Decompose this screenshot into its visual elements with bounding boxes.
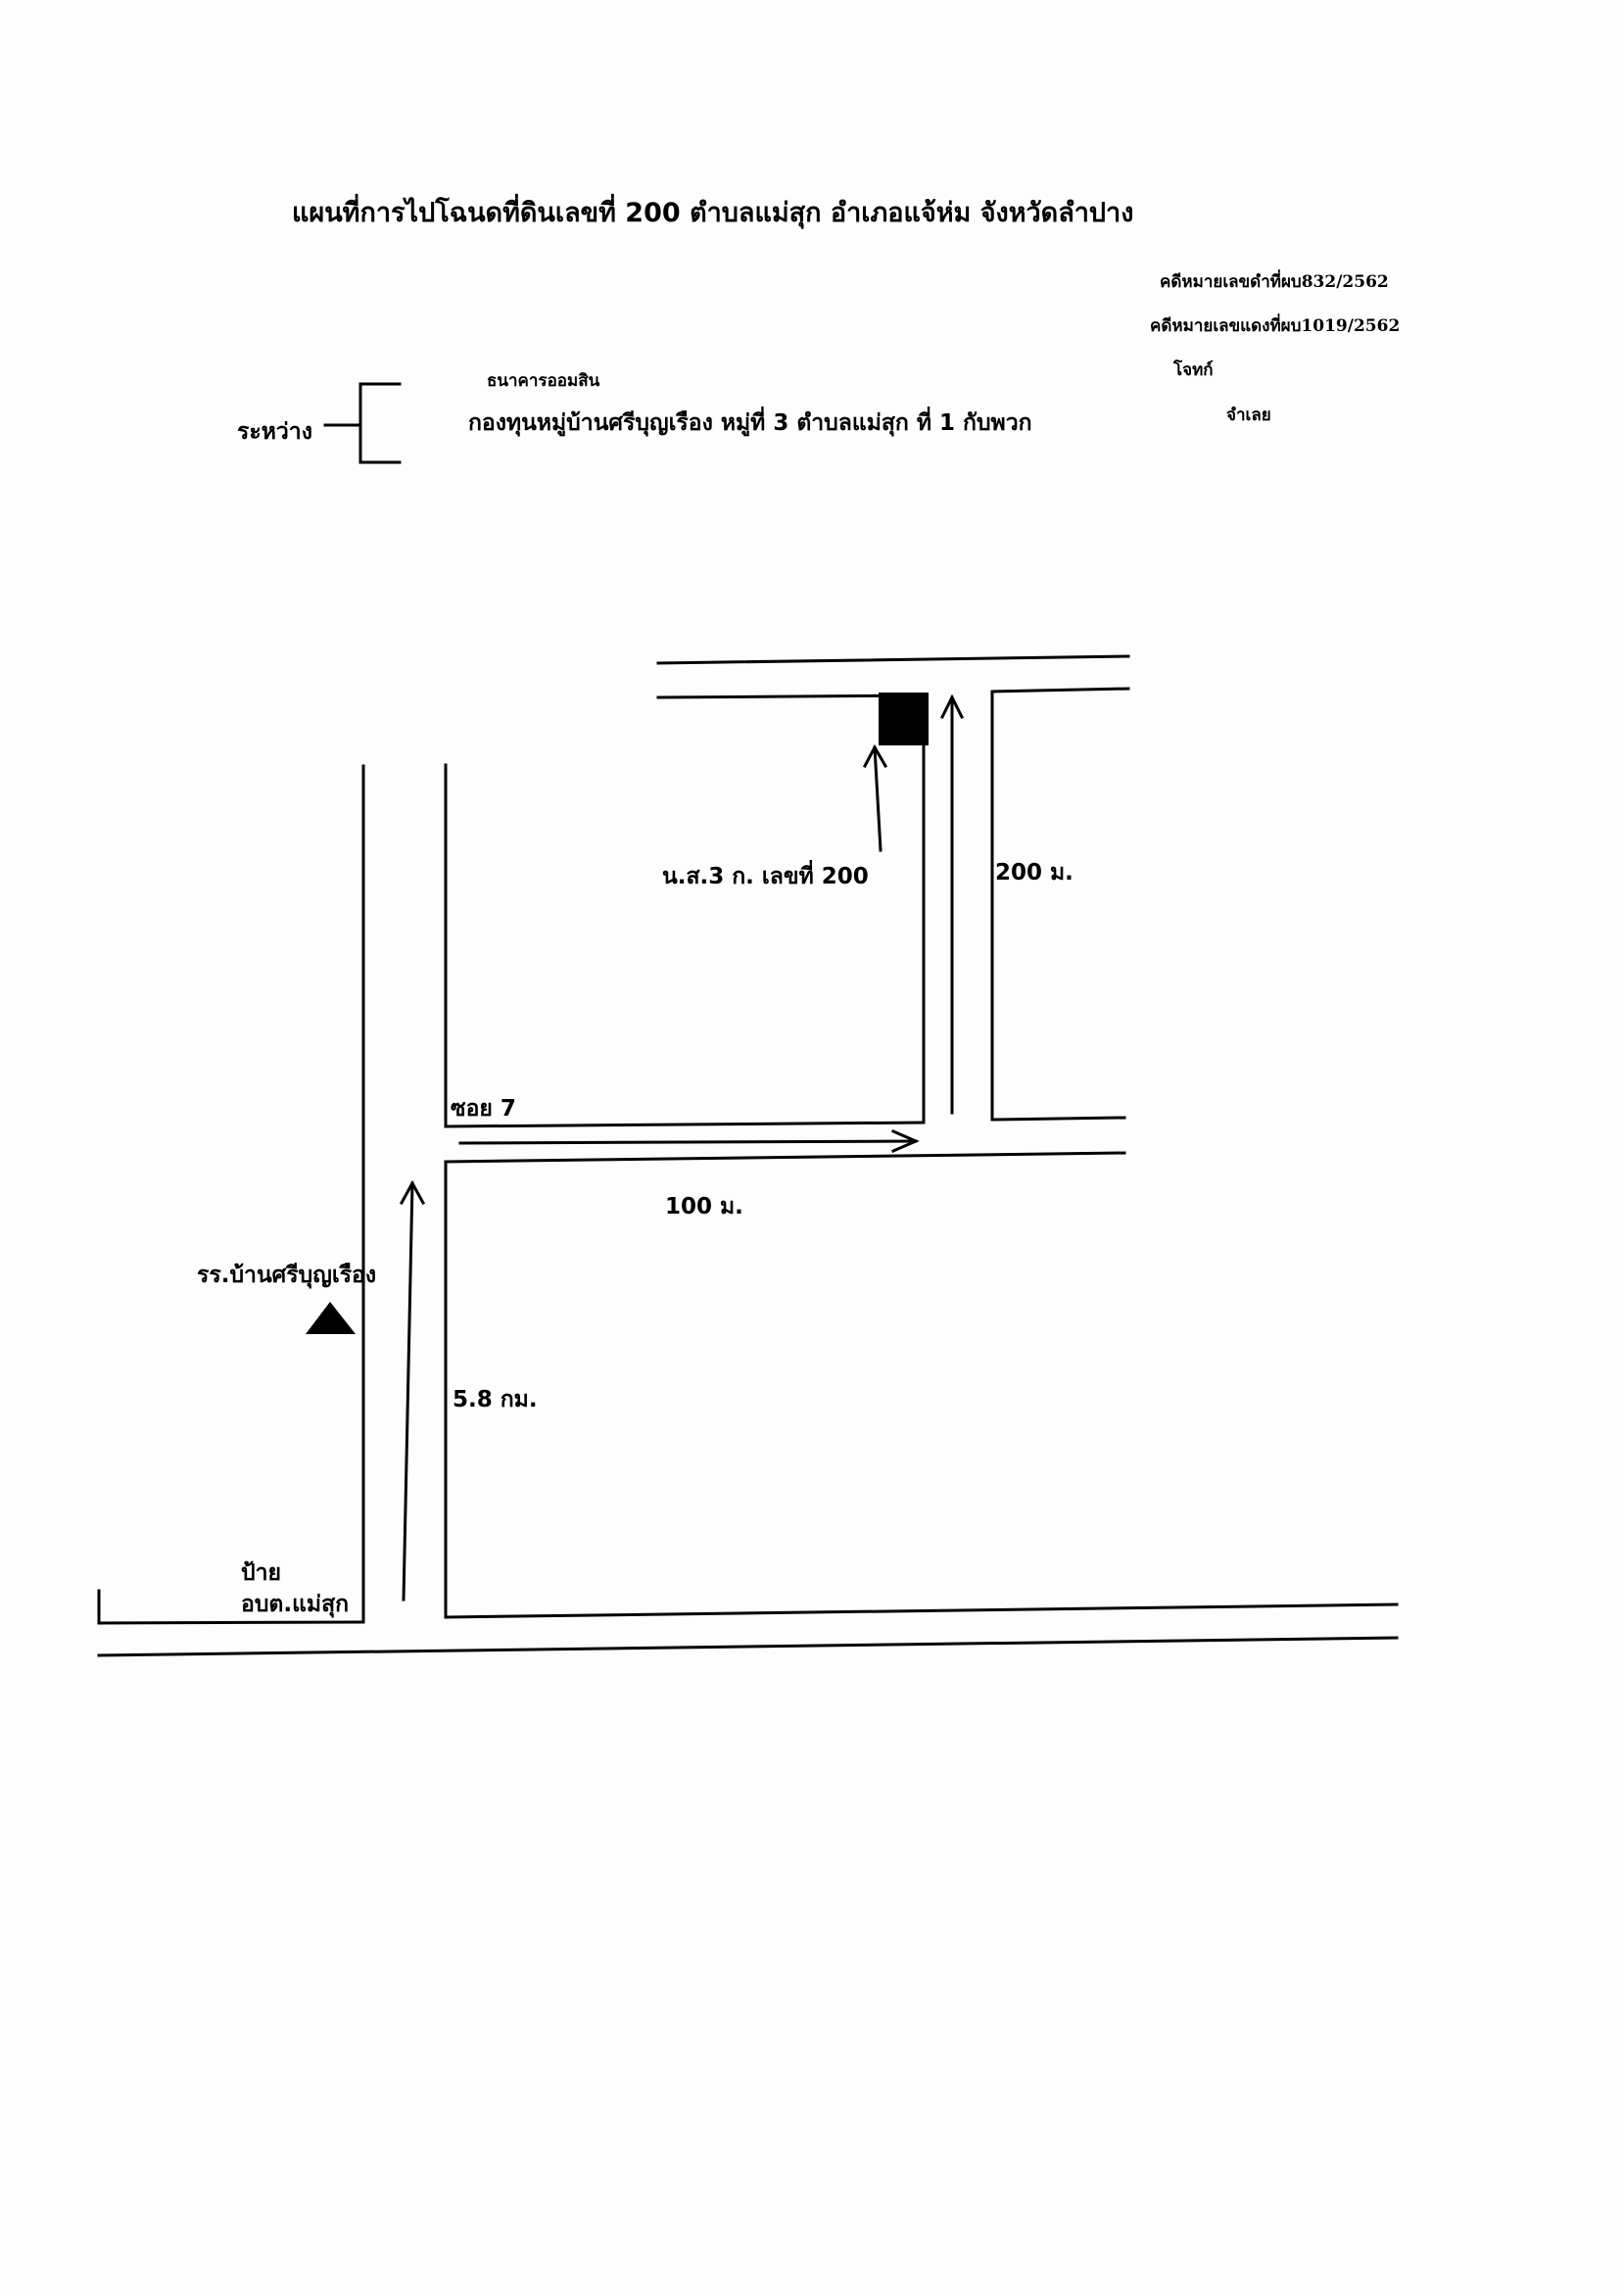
parcel-marker bbox=[879, 693, 929, 745]
black-case-number: คดีหมายเลขดำที่ผบ832/2562 bbox=[1160, 272, 1389, 292]
distance-100m-label: 100 ม. bbox=[665, 1194, 743, 1220]
defendant-role: จำเลย bbox=[1226, 406, 1271, 425]
parcel-pointer-arrow-head bbox=[862, 743, 888, 769]
school-label: รร.บ้านศรีบุญเรือง bbox=[197, 1263, 377, 1288]
parcel-label: น.ส.3 ก. เลขที่ 200 bbox=[662, 864, 869, 889]
between-label: ระหว่าง bbox=[237, 419, 312, 445]
plaintiff-name: ธนาคารออมสิน bbox=[487, 371, 600, 391]
highway-edge-upper bbox=[444, 1602, 1399, 1619]
route-arrow-east bbox=[458, 1139, 918, 1145]
route-arrow-east-head bbox=[891, 1129, 920, 1153]
parcel-pointer-arrow bbox=[873, 745, 883, 852]
sign-label-line1: ป้าย bbox=[241, 1560, 281, 1586]
top-road-edge-lower-right bbox=[990, 687, 1130, 694]
route-arrow-north bbox=[402, 1181, 414, 1602]
route-arrow-north-lane-head bbox=[939, 694, 965, 720]
distance-200m-label: 200 ม. bbox=[995, 860, 1073, 885]
plaintiff-role: โจทก์ bbox=[1173, 360, 1214, 380]
distance-5-8km-label: 5.8 กม. bbox=[453, 1387, 538, 1412]
sign-label-line2: อบต.แม่สุก bbox=[241, 1592, 350, 1617]
highway-left-corner bbox=[97, 1589, 365, 1625]
defendant-name: กองทุนหมู่บ้านศรีบุญเรือง หมู่ที่ 3 ตำบล… bbox=[468, 410, 1032, 436]
soi7-edge-lower bbox=[444, 1151, 1126, 1164]
soi7-edge-upper bbox=[444, 1121, 926, 1128]
document-title: แผนที่การไปโฉนดที่ดินเลขที่ 200 ตำบลแม่ส… bbox=[292, 198, 1134, 228]
soi7-label: ซอย 7 bbox=[451, 1096, 516, 1122]
top-road-edge-upper bbox=[656, 654, 1130, 665]
party-bracket bbox=[358, 382, 402, 464]
school-marker-icon bbox=[306, 1302, 356, 1334]
highway-edge-lower bbox=[97, 1636, 1399, 1657]
route-arrow-north-head bbox=[399, 1179, 426, 1206]
lane-corner bbox=[990, 1116, 1126, 1122]
red-case-number: คดีหมายเลขแดงที่ผบ1019/2562 bbox=[1150, 316, 1401, 336]
